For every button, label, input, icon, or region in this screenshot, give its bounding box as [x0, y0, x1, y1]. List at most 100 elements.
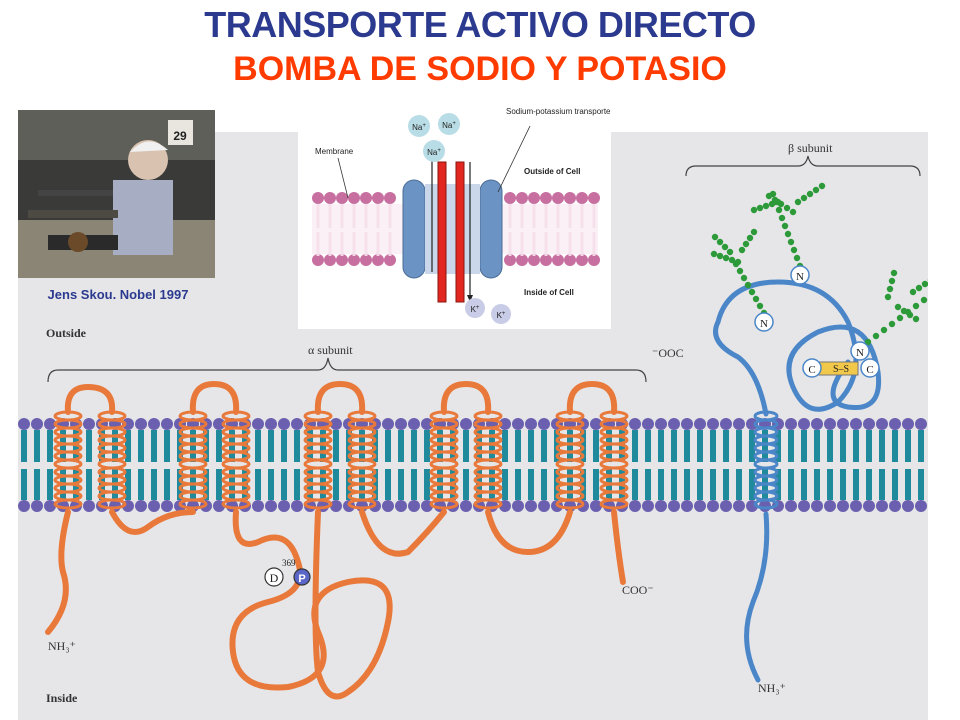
lipid-head [902, 418, 914, 430]
lipid-head [538, 500, 550, 512]
lipid-head [642, 418, 654, 430]
lipid-head [720, 418, 732, 430]
lipid-head [889, 500, 901, 512]
alpha-top-loop-3 [314, 380, 366, 415]
lipid-head [135, 500, 147, 512]
lipid-head [785, 418, 797, 430]
lipid-head [148, 500, 160, 512]
lipid-head [330, 418, 342, 430]
lipid-head [629, 418, 641, 430]
lipid-head [44, 418, 56, 430]
lipid-head [460, 500, 472, 512]
alpha-top-loop-2 [189, 380, 240, 415]
lipid-head [707, 418, 719, 430]
lipid-head [590, 418, 602, 430]
inside-label: Inside [46, 691, 78, 705]
lipid-head [889, 418, 901, 430]
lipid-head [278, 418, 290, 430]
helix-turn [599, 498, 629, 510]
lipid-head [122, 418, 134, 430]
calendar-day: 29 [173, 129, 187, 143]
lipid-head [668, 418, 680, 430]
helix-turn [753, 498, 779, 510]
lipid-head [512, 500, 524, 512]
lipid-head [707, 500, 719, 512]
na-ion-1 [408, 115, 430, 137]
k-ion-1-label: K+ [471, 305, 480, 314]
lipid-head [499, 418, 511, 430]
lipid-head [590, 500, 602, 512]
lipid-head [525, 500, 537, 512]
helix-turn [303, 498, 333, 510]
lipid-head [655, 500, 667, 512]
residue-number: 369 [282, 558, 296, 568]
lipid-head [330, 500, 342, 512]
lipid-head [629, 500, 641, 512]
lipid-head [161, 500, 173, 512]
k-ion-1 [465, 298, 485, 318]
glycosylation-site-1-label: N [796, 271, 804, 283]
cysteine-1-label: C [808, 364, 815, 376]
lipid-head [798, 500, 810, 512]
k-ion-2 [491, 304, 511, 324]
beta-c-terminus-label: ⁻OOC [652, 346, 684, 360]
beta-bracket [685, 155, 921, 177]
lipid-head [44, 500, 56, 512]
na-ion-3-label: Na+ [427, 148, 441, 157]
lipid-head [876, 500, 888, 512]
inside-cell-label: Inside of Cell [524, 288, 574, 297]
glycosylation-site-3 [850, 341, 870, 361]
helix-turn [221, 498, 251, 510]
lipid-head [213, 418, 225, 430]
alpha-subunit-label: α subunit [308, 343, 353, 357]
lipid-head [720, 500, 732, 512]
lipid-head [278, 500, 290, 512]
helix-turn [53, 498, 83, 510]
transporter-inset: Na+ Na+ Na+ K+ K+ Membrane Sodium-potass… [298, 102, 613, 329]
lipid-head [382, 500, 394, 512]
phosphate-circle [293, 568, 311, 586]
lipid-head [694, 418, 706, 430]
alpha-loops [45, 380, 626, 700]
lipid-head [850, 418, 862, 430]
helix-turn [97, 498, 127, 510]
cysteine-1 [802, 358, 822, 378]
lipid-head [161, 418, 173, 430]
glycosylation-site-1 [790, 265, 810, 285]
lipid-head [31, 500, 43, 512]
lipid-head [824, 500, 836, 512]
lipid-head [915, 418, 927, 430]
beta-cytoplasmic-tail [744, 511, 770, 683]
lipid-head [83, 500, 95, 512]
alpha-bracket [47, 357, 647, 383]
outside-label: Outside [46, 326, 87, 340]
lipid-head [252, 418, 264, 430]
lipid-head [525, 418, 537, 430]
na-channel [437, 161, 447, 303]
lipid-head [837, 418, 849, 430]
lipid-head [902, 500, 914, 512]
transporter-channel [425, 184, 480, 274]
lipid-head [135, 418, 147, 430]
jens-skou-photo: 29 [18, 110, 215, 278]
helix-turn [555, 498, 585, 510]
cysteine-2-label: C [866, 364, 873, 376]
lipid-head [785, 500, 797, 512]
helix-turn [473, 498, 503, 510]
lipid-head [915, 500, 927, 512]
aspartate-label: D [270, 571, 279, 585]
lipid-head [512, 418, 524, 430]
lipid-head [694, 500, 706, 512]
na-ion-3 [423, 140, 445, 162]
lipid-head [668, 500, 680, 512]
lipid-head [18, 418, 30, 430]
lipid-head [863, 418, 875, 430]
aspartate-circle [264, 567, 284, 587]
beta-subunit-label: β subunit [788, 141, 833, 155]
alpha-top-loop-1 [64, 383, 116, 415]
lipid-head [291, 500, 303, 512]
membrane-label: Membrane [315, 147, 354, 156]
alpha-n-tail [45, 509, 71, 635]
lipid-head [382, 418, 394, 430]
lipid-head [421, 418, 433, 430]
